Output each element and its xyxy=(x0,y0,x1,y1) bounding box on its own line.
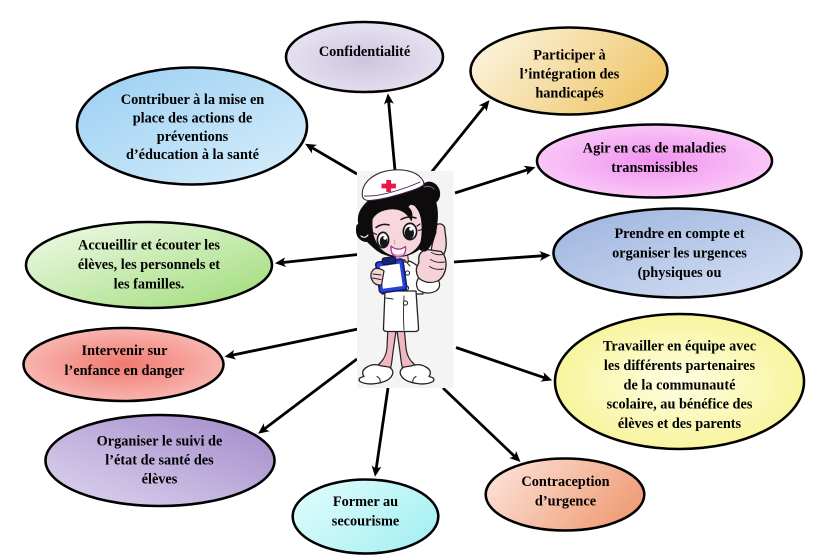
svg-text:Organiser le suivi del’état de: Organiser le suivi del’état de santé des… xyxy=(97,434,223,488)
svg-text:Confidentialité: Confidentialité xyxy=(319,44,410,60)
